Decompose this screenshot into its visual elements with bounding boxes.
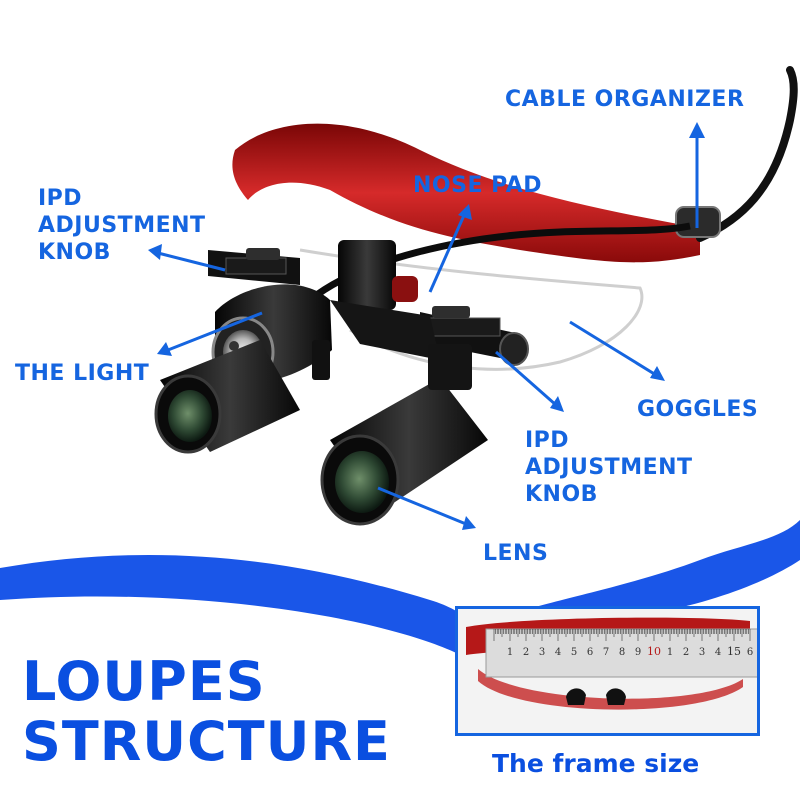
nose-pad-label: NOSE PAD	[413, 173, 543, 198]
ruler-number: 4	[715, 647, 721, 658]
ruler-number: 7	[603, 647, 609, 658]
inset-nose-pad-left	[566, 688, 586, 705]
ruler-number: 3	[539, 647, 545, 658]
ruler-number: 1	[667, 647, 673, 658]
ipd-right-label: IPD ADJUSTMENT KNOB	[525, 427, 693, 508]
light-mount	[312, 340, 330, 380]
ruler-number: 3	[699, 647, 705, 658]
temple-arm	[696, 66, 798, 242]
ruler-ticks	[493, 629, 751, 641]
inset-nose-pad-right	[606, 688, 626, 705]
ruler-number: 6	[747, 647, 753, 658]
bridge-block	[338, 240, 396, 310]
ruler-number: 8	[619, 647, 625, 658]
left-ipd-scale	[225, 257, 287, 275]
left-ipd-knob	[246, 248, 280, 260]
ruler-number: 1	[507, 647, 513, 658]
title-line-2: STRUCTURE	[22, 710, 391, 773]
ruler-number: 5	[571, 647, 577, 658]
goggles-label: GOGGLES	[637, 397, 759, 422]
right-ipd-knob	[499, 332, 529, 366]
cable-organizer-label: CABLE ORGANIZER	[505, 87, 745, 112]
title-line-1: LOUPES	[22, 650, 266, 713]
ipd-left-line-3: KNOB	[38, 240, 111, 265]
ruler-number: 10	[647, 645, 661, 658]
ruler-number: 15	[727, 645, 741, 658]
left-lens	[168, 390, 212, 442]
pointer-arrows	[148, 122, 705, 530]
blue-swoosh	[0, 520, 800, 660]
ruler-number: 9	[635, 647, 641, 658]
ruler-number: 2	[523, 647, 529, 658]
ruler-number: 2	[683, 647, 689, 658]
inset-shield	[478, 669, 743, 710]
headlight-dot	[229, 341, 239, 351]
right-barrel-mount	[428, 344, 472, 390]
ipd-left-line-2: ADJUSTMENT	[38, 213, 206, 238]
right-ipd-scale	[427, 317, 501, 337]
ruler-number: 4	[555, 647, 561, 658]
right-ipd-knob-top	[432, 306, 470, 318]
lens-label: LENS	[483, 541, 549, 566]
nose-pad-shape	[392, 276, 418, 302]
red-frame	[232, 123, 700, 263]
inset-ruler	[485, 628, 757, 678]
ipd-right-line-3: KNOB	[525, 482, 598, 507]
ruler-number: 6	[587, 647, 593, 658]
main-bracket	[330, 300, 440, 360]
the-light-label: THE LIGHT	[15, 361, 150, 386]
ipd-right-line-1: IPD	[525, 428, 570, 453]
ipd-left-label: IPD ADJUSTMENT KNOB	[38, 185, 206, 266]
ipd-right-line-2: ADJUSTMENT	[525, 455, 693, 480]
ipd-left-line-1: IPD	[38, 186, 83, 211]
right-lens	[335, 451, 389, 513]
frame-size-caption: The frame size	[492, 749, 700, 778]
